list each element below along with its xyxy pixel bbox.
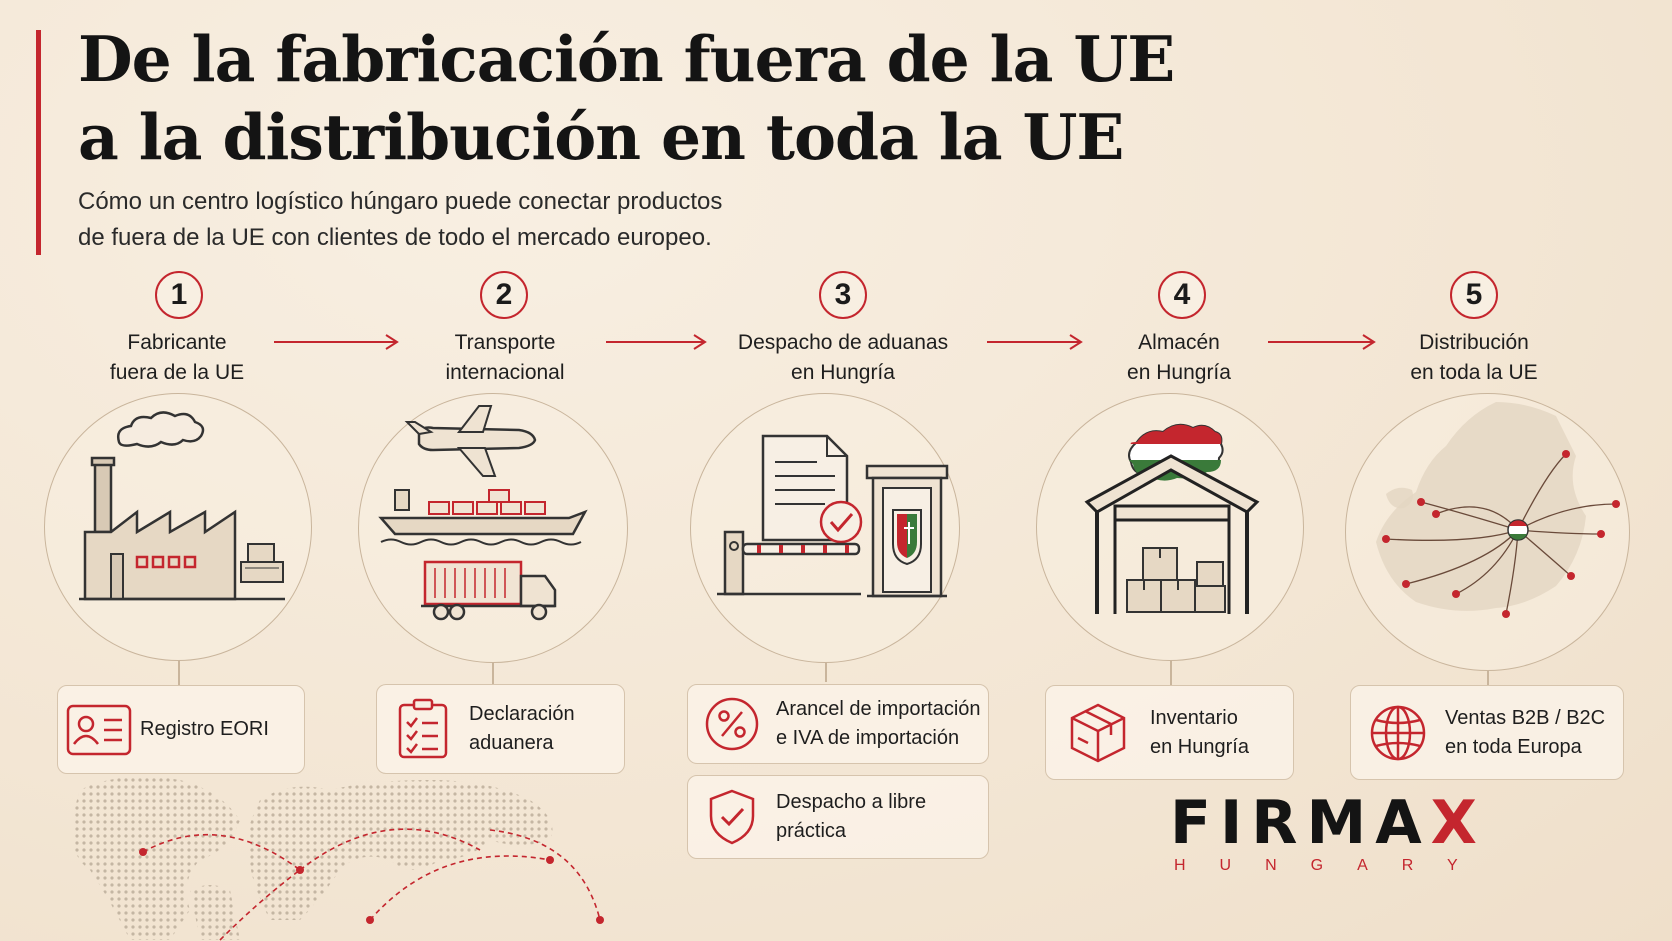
transport-illustration xyxy=(358,393,628,663)
step-number-4: 4 xyxy=(1158,271,1206,319)
logo-wordmark: FIRMAX xyxy=(1170,788,1486,858)
card-label: Registro EORI xyxy=(140,718,269,740)
globe-icon xyxy=(1351,703,1445,763)
arrow-right-icon xyxy=(987,334,1083,350)
subtitle-line-2: de fuera de la UE con clientes de todo e… xyxy=(78,224,712,251)
page-title: De la fabricación fuera de la UE a la di… xyxy=(78,20,1175,176)
check-circle-icon xyxy=(819,500,863,544)
transport-icon xyxy=(378,405,588,621)
customs-booth-icon xyxy=(865,464,949,598)
step-number-1: 1 xyxy=(155,271,203,319)
factory-illustration xyxy=(44,393,312,661)
barrier-icon xyxy=(717,530,861,596)
subtitle-line-1: Cómo un centro logístico húngaro puede c… xyxy=(78,188,723,215)
firmax-logo: FIRMAX HUNGARY xyxy=(1170,790,1510,880)
clipboard-checklist-icon xyxy=(377,698,469,760)
ship-icon xyxy=(378,489,588,546)
step-number-2: 2 xyxy=(480,271,528,319)
title-line-2: a la distribución en toda la UE xyxy=(78,100,1124,174)
warehouse-illustration xyxy=(1036,393,1304,661)
customs-illustration xyxy=(690,393,960,663)
airplane-icon xyxy=(404,405,537,477)
factory-icon xyxy=(79,411,285,601)
accent-bar xyxy=(36,30,41,255)
step-number-3: 3 xyxy=(819,271,867,319)
info-card-eori: Registro EORI xyxy=(57,685,305,774)
europe-map-icon xyxy=(1376,402,1620,618)
step-number-5: 5 xyxy=(1450,271,1498,319)
page-subtitle: Cómo un centro logístico húngaro puede c… xyxy=(78,184,722,256)
connector-line xyxy=(178,660,180,685)
world-map-decoration xyxy=(72,776,604,941)
customs-icon xyxy=(717,434,949,598)
arrow-right-icon xyxy=(606,334,707,350)
warehouse-icon xyxy=(1084,423,1260,614)
connector-line xyxy=(825,662,827,682)
title-line-1: De la fabricación fuera de la UE xyxy=(78,22,1175,96)
id-card-icon xyxy=(58,704,140,756)
boxes-icon xyxy=(1126,547,1226,613)
percent-icon xyxy=(688,696,776,752)
arrow-right-icon xyxy=(1268,334,1376,350)
logo-subtitle: HUNGARY xyxy=(1174,857,1492,874)
truck-icon xyxy=(421,560,557,621)
connector-line xyxy=(1487,670,1489,685)
arrow-right-icon xyxy=(274,334,399,350)
europe-distribution-illustration xyxy=(1345,393,1630,671)
connector-line xyxy=(492,662,494,685)
package-icon xyxy=(1046,702,1150,764)
shield-check-icon xyxy=(688,788,776,846)
connector-line xyxy=(1170,660,1172,685)
